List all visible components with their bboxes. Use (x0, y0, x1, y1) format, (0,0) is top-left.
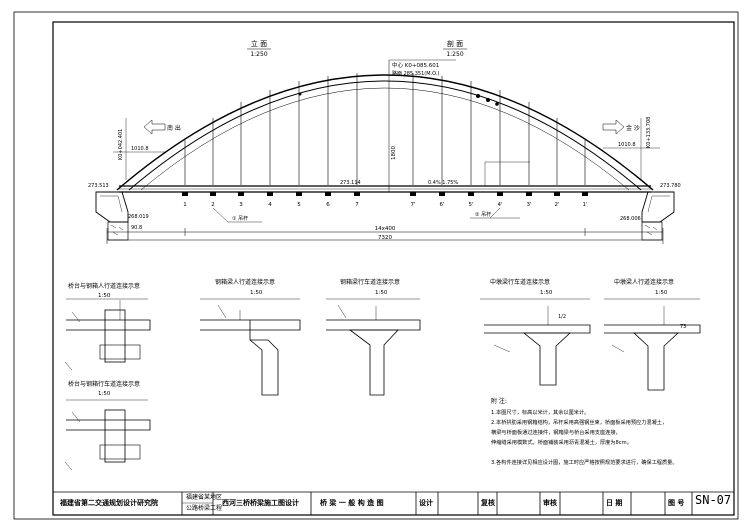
tb-approve-label: 审核 (543, 499, 557, 507)
detail-1-title: 桥台与钢箱人行道连接示意 (68, 282, 140, 290)
arch-rib-line3 (140, 87, 630, 191)
notes-heading: 附 注: (491, 397, 507, 405)
hanger-no: 3 (239, 202, 243, 208)
detail-2 (200, 298, 301, 396)
crown-note: 路面 285.351(M.O.) (392, 70, 439, 77)
detail-4-scale: 1:50 (540, 290, 553, 296)
note-line: 1.本图尺寸，标高以米计，其余以厘米计。 (491, 408, 589, 416)
hanger-no: 7' (410, 202, 415, 208)
hanger-no: 6 (326, 202, 330, 208)
right-found: 268.006 (620, 216, 641, 222)
outer-frame (13, 11, 739, 520)
note-line: 2.本桥拱肋采用钢箱结构，吊杆采用高强钢丝束，桥面板采用预应力混凝土， (491, 418, 667, 426)
elevation-view: 立 面 1:250 剖 面 1:250 中心 K0+085.601 路面 285… (88, 39, 681, 244)
detail-1 (64, 298, 151, 371)
tb-design-label: 设计 (419, 499, 433, 507)
detail-2-title: 钢箱梁人行道连接示意 (215, 278, 275, 286)
arch-rib-inner (128, 80, 642, 191)
left-station: K0+042.401 (118, 129, 124, 160)
left-level: 273.513 (88, 183, 109, 189)
left-abutment (95, 191, 129, 241)
right-dir-arrow (602, 119, 625, 135)
span-inner: 14x400 (375, 226, 396, 232)
hanger-no: 4 (268, 202, 272, 208)
detail-3-title: 钢箱梁行车道连接示意 (340, 278, 400, 286)
title-block (53, 491, 734, 515)
slope-note: 0.4% 1.75% (428, 180, 458, 186)
detail-views (64, 298, 701, 471)
pier-dim-left: 90.8 (131, 225, 142, 231)
detail-titles: 桥台与钢箱人行道连接示意 1:50 钢箱梁人行道连接示意 1:50 钢箱梁行车道… (68, 278, 686, 397)
tb-review-label: 复核 (481, 499, 495, 507)
rise-dim: 1800 (391, 146, 397, 160)
hanger-no: 5' (468, 202, 473, 208)
right-view-title: 剖 面 (447, 39, 463, 48)
right-span: 1010.8 (618, 142, 636, 148)
left-hanger-label: ① 吊杆 (232, 215, 248, 222)
note-line: 横梁与桥面板通过连接件，钢箱梁与桥台采用支座连接， (491, 428, 621, 436)
right-level: 273.780 (660, 183, 681, 189)
crown-station: 中心 K0+085.601 (392, 61, 439, 69)
detail-4 (480, 298, 591, 386)
detail-5 (604, 298, 701, 391)
tb-org: 福建省第二交通规划设计研究院 (60, 499, 158, 507)
detail-6 (64, 399, 151, 471)
hangers (184, 73, 586, 185)
right-hanger-label: ② 吊杆 (475, 211, 491, 218)
arch-rib-outer (116, 74, 654, 191)
detail-6-scale: 1:50 (98, 391, 111, 397)
hanger-no: 1' (582, 202, 587, 208)
span-total: 7320 (378, 235, 392, 241)
detail-5-title: 中墩梁人行道连接示意 (614, 278, 674, 286)
tb-drawing-title: 桥 梁 一 般 构 造 图 (320, 499, 384, 507)
detail-2-scale: 1:50 (250, 290, 263, 296)
tb-date-label: 日 期 (606, 499, 623, 507)
tb-project-a: 福建省某地区 (186, 494, 223, 501)
hanger-no: 6' (439, 202, 444, 208)
note-line: 3.各构件连接详见相应设计图，施工时应严格按照规范要求进行，确保工程质量。 (491, 458, 678, 466)
detail-1-scale: 1:50 (98, 293, 111, 299)
detail-4-title: 中墩梁行车道连接示意 (490, 278, 550, 286)
hanger-no: 2 (211, 202, 215, 208)
right-station: K0+133.708 (646, 117, 652, 148)
tb-project-b: 公路桥梁工程 (186, 505, 223, 512)
hanger-no: 7 (355, 202, 359, 208)
tb-sheet-label: 图 号 (668, 499, 685, 507)
left-dir-arrow (143, 119, 166, 135)
detail-6-title: 桥台与钢箱行车道连接示意 (68, 380, 140, 388)
left-found: 268.019 (128, 214, 149, 220)
dim-a: 1/2 (558, 314, 566, 320)
inner-frame (52, 21, 735, 516)
dim-b: 73 (680, 324, 686, 330)
detail-3 (326, 298, 421, 396)
detail-3-scale: 1:50 (375, 290, 388, 296)
right-view-scale: 1:250 (446, 51, 463, 58)
left-view-title: 立 面 (251, 39, 267, 48)
left-span: 1010.8 (131, 146, 149, 152)
tb-design-name: 西河三桥桥梁施工图设计 (222, 499, 299, 507)
right-dir: 金 沙 (626, 124, 640, 132)
hanger-anchors (182, 192, 588, 196)
notes: 附 注: 1.本图尺寸，标高以米计，其余以厘米计。 2.本桥拱肋采用钢箱结构，吊… (491, 397, 678, 466)
hanger-no: 4' (497, 202, 502, 208)
hanger-no: 2' (554, 202, 559, 208)
note-line: 伸缩缝采用模数式，桥面铺装采用沥青混凝土，厚度为8cm。 (491, 438, 632, 446)
detail-5-scale: 1:50 (655, 290, 668, 296)
hanger-no: 1 (183, 202, 187, 208)
right-abutment (641, 191, 675, 241)
left-view-scale: 1:250 (250, 51, 267, 58)
hanger-no: 3' (526, 202, 531, 208)
tb-sheet-no: SN-07 (695, 493, 732, 507)
left-dir: 南 出 (167, 124, 181, 132)
deck-level: 273.114 (340, 180, 361, 186)
hanger-no: 5 (297, 202, 301, 208)
